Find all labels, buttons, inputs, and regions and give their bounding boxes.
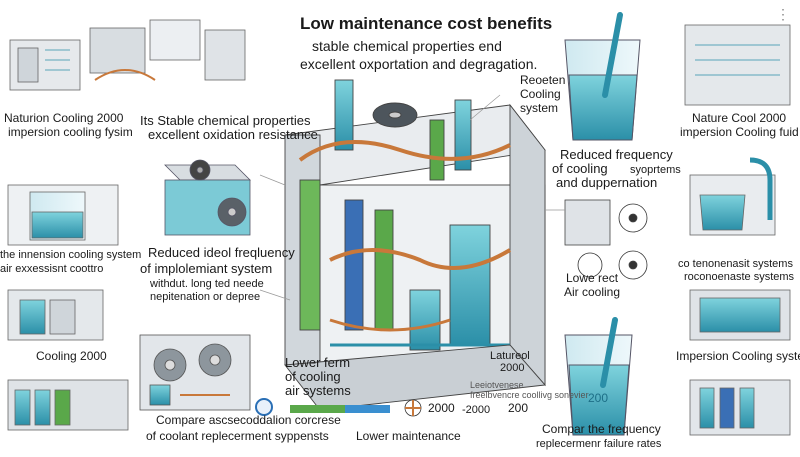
freq-line-4: nepitenation or depree bbox=[150, 291, 261, 303]
reduced-line-2: of cooling bbox=[552, 161, 608, 176]
tank-left bbox=[7, 184, 119, 246]
compare-line-1: Compare ascsecoddalion corcrese bbox=[156, 413, 341, 427]
note-line-1: Leeiotvenese bbox=[470, 380, 524, 390]
impersion-label: Impersion Cooling system bbox=[676, 349, 800, 363]
rig-left-lower bbox=[7, 289, 129, 431]
central-cooling-system bbox=[284, 79, 546, 411]
compar-line-1: Compar the frequency bbox=[542, 422, 661, 436]
freq-line-1: Reduced ideol freqluency bbox=[148, 245, 295, 260]
fans-right bbox=[564, 199, 648, 280]
freq-line-3: withdut. long ted neede bbox=[150, 278, 264, 290]
left-label-3: Cooling 2000 bbox=[36, 349, 107, 363]
reduced-line-2b: syoprtems bbox=[630, 164, 681, 176]
beaker-top-right bbox=[564, 12, 641, 141]
lower-maintenance-label: Lower maintenance bbox=[356, 429, 461, 443]
machines-right bbox=[684, 24, 791, 436]
connector-lines bbox=[259, 94, 565, 301]
center-label-b: excellent oxidation resistance bbox=[148, 127, 318, 142]
subtitle-line-2: excellent oxportation and degragation. bbox=[300, 56, 538, 72]
reeter-line-3: system bbox=[520, 101, 559, 115]
nature-line-2: impersion Cooling fuid bbox=[680, 125, 799, 139]
lower-line-2: of cooling bbox=[285, 369, 341, 384]
systems-line-2: roconoenaste systems bbox=[684, 271, 795, 283]
lower-air-line-1: Lowe rect bbox=[566, 271, 619, 285]
subtitle-line-1: stable chemical properties end bbox=[312, 38, 502, 54]
compare-line-2: of coolant replecerment syppensts bbox=[146, 429, 329, 443]
left-label-1a: Naturion Cooling 2000 bbox=[4, 111, 124, 125]
lower-line-3: air systems bbox=[285, 383, 351, 398]
more-options-icon[interactable]: ⋮ bbox=[776, 6, 790, 22]
nature-line-1: Nature Cool 2000 bbox=[692, 111, 787, 125]
systems-line-1: co tenonenasit systems bbox=[678, 258, 793, 270]
year-b: 200 bbox=[508, 401, 529, 415]
lower-line-1: Lower ferm bbox=[285, 355, 351, 370]
note-line-2: Latureol bbox=[490, 350, 530, 362]
reeter-line-1: Reoeten bbox=[520, 73, 566, 87]
year-a: 2000 bbox=[428, 401, 455, 415]
gradient-bar-green bbox=[290, 405, 345, 413]
fans-rig bbox=[139, 334, 251, 411]
reduced-line-3: and duppernation bbox=[556, 175, 658, 190]
note-line-3: 2000 bbox=[500, 362, 525, 374]
freq-line-2: of implolemiant system bbox=[140, 261, 273, 276]
beaker-label: 200 bbox=[588, 391, 609, 405]
reeter-line-2: Cooling bbox=[520, 87, 561, 101]
machine-top-left bbox=[9, 19, 246, 91]
left-label-2b: air exxessisnt coottro bbox=[0, 263, 104, 275]
tiny-note: freelbvencre coollivg sonevier bbox=[470, 390, 589, 400]
gradient-bar-blue bbox=[345, 405, 390, 413]
page-title: Low maintenance cost benefits bbox=[300, 14, 553, 33]
beaker-bottom-right bbox=[564, 317, 633, 436]
left-label-2a: the innension cooling system bbox=[0, 249, 142, 261]
year-dash: -2000 bbox=[462, 404, 491, 416]
center-label-a: Its Stable chemical properties bbox=[140, 113, 311, 128]
left-label-1b: impersion cooling fysim bbox=[8, 125, 133, 139]
compar-line-2: replecermenr failure rates bbox=[536, 438, 662, 450]
fan-cube bbox=[164, 159, 251, 236]
lower-air-line-2: Air cooling bbox=[564, 285, 621, 299]
small-fan-icon bbox=[404, 399, 422, 417]
brand-logo-icon bbox=[255, 398, 273, 416]
reduced-line-1: Reduced frequency bbox=[560, 147, 673, 162]
